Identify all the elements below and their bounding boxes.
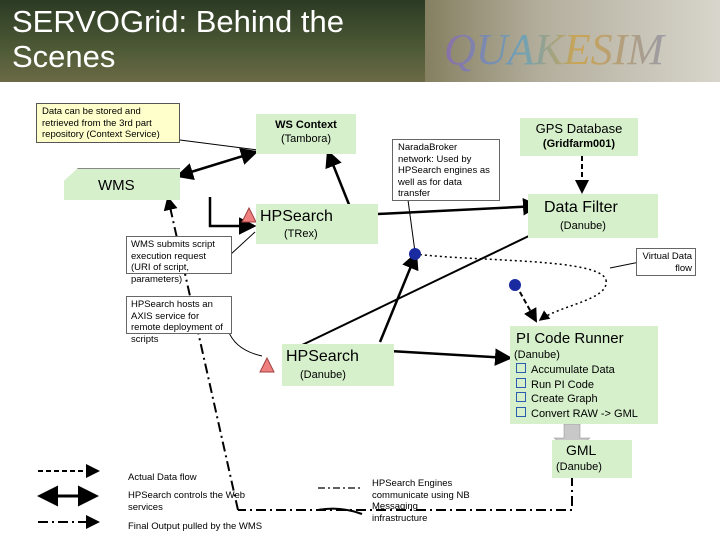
checkbox-icon (516, 406, 526, 417)
data-filter-node[interactable]: Data Filter (Danube) (528, 194, 658, 238)
checkbox-icon (516, 377, 526, 388)
hpsearch-hosts-note-text: HPSearch hosts an AXIS service for remot… (131, 299, 223, 345)
pi-step-label: Create Graph (531, 393, 598, 405)
wms-submits-note-text: WMS submits script execution request (UR… (131, 239, 215, 285)
final-output-bottom (238, 456, 573, 511)
virtual-flow-note-text: Virtual Data flow (642, 251, 692, 274)
arrow-wms-hpsearch (208, 197, 257, 235)
pi-steps-list: Accumulate Data Run PI Code Create Graph… (516, 363, 638, 421)
pi-step-label: Accumulate Data (531, 364, 615, 376)
gps-database-node[interactable]: GPS Database (Gridfarm001) (520, 118, 638, 156)
hpsearch-trex-node[interactable]: HPSearch (TRex) (256, 204, 378, 244)
data-filter-name: Data Filter (544, 199, 618, 216)
arrow-hpsearch-context (325, 149, 352, 208)
arrow-hpsearch-filter (377, 198, 541, 216)
pi-step: Run PI Code (516, 377, 638, 393)
pi-step: Convert RAW -> GML (516, 406, 638, 422)
callout-pointer-hpsearch-hosts (227, 329, 263, 357)
hpsearch-danube-triangle (259, 356, 275, 373)
hpsearch-trex-triangle (241, 206, 257, 223)
virtual-flow-path (414, 253, 607, 281)
hpsearch-danube-node[interactable]: HPSearch (Danube) (282, 344, 394, 386)
gps-database-host: (Gridfarm001) (542, 138, 616, 150)
broker-node-1 (409, 248, 421, 260)
pi-step-label: Run PI Code (531, 378, 594, 391)
gps-database-name: GPS Database (535, 121, 623, 136)
hpsearch-hosts-note: HPSearch hosts an AXIS service for remot… (126, 296, 232, 345)
callout-pointer-context (179, 139, 259, 151)
legend-actual-label: Actual Data flow (128, 472, 197, 483)
logo-text: QUAKESIM (444, 25, 666, 74)
pi-code-runner-host: (Danube) (514, 349, 560, 361)
callout-pointer-narada (407, 199, 416, 253)
gml-name: GML (566, 442, 597, 458)
context-storage-note-text: Data can be stored and retrieved from th… (42, 106, 160, 140)
legend-engines-label: HPSearch Engines communicate using NB Me… (372, 478, 470, 524)
wms-node[interactable]: WMS (64, 168, 180, 200)
ws-context-host: (Tambora) (280, 133, 332, 145)
wms-submits-note: WMS submits script execution request (UR… (126, 236, 232, 285)
narada-note: NaradaBroker network: Used by HPSearch e… (392, 139, 500, 201)
context-storage-note: Data can be stored and retrieved from th… (36, 103, 180, 143)
wms-label: WMS (98, 177, 135, 194)
pi-code-runner-node[interactable]: PI Code Runner (Danube) Accumulate Data … (510, 326, 658, 424)
title-banner-photo (0, 0, 425, 82)
pi-code-runner-name: PI Code Runner (516, 330, 624, 347)
legend-controls-label: HPSearch controls the Web services (128, 490, 246, 513)
pi-step: Create Graph (516, 392, 638, 407)
broker-node-2 (509, 279, 521, 291)
virtual-flow-path-2 (538, 279, 607, 321)
narada-note-text: NaradaBroker network: Used by HPSearch e… (398, 142, 490, 199)
arrow-hpsearch-danube-filter (299, 221, 559, 347)
arrow-wms-context (175, 148, 259, 180)
ws-context-node[interactable]: WS Context (Tambora) (256, 114, 356, 154)
virtual-flow-note: Virtual Data flow (636, 248, 696, 276)
hpsearch-trex-host: (TRex) (284, 228, 318, 240)
checkbox-icon (516, 392, 526, 402)
pi-step-label: Convert RAW -> GML (531, 407, 638, 420)
flow-filter-pi (515, 284, 537, 323)
checkbox-icon (516, 363, 526, 373)
data-filter-host: (Danube) (560, 220, 606, 232)
callout-pointer-virtual (609, 261, 641, 269)
legend-line-engines-b (317, 507, 363, 515)
page-title: SERVOGrid: Behind the Scenes (12, 4, 344, 74)
pi-step: Accumulate Data (516, 363, 638, 378)
quakesim-logo: QUAKESIM (444, 25, 666, 74)
hpsearch-trex-name: HPSearch (260, 208, 333, 225)
hpsearch-danube-name: HPSearch (286, 348, 359, 365)
arrow-hpsearch-pi (371, 348, 513, 366)
ws-context-name: WS Context (275, 119, 337, 131)
hpsearch-danube-host: (Danube) (300, 369, 346, 381)
legend-final-label: Final Output pulled by the WMS (128, 521, 263, 532)
callout-pointer-wms-submits (229, 231, 256, 256)
gml-node[interactable]: GML (Danube) (552, 440, 632, 478)
gml-host: (Danube) (556, 461, 602, 473)
